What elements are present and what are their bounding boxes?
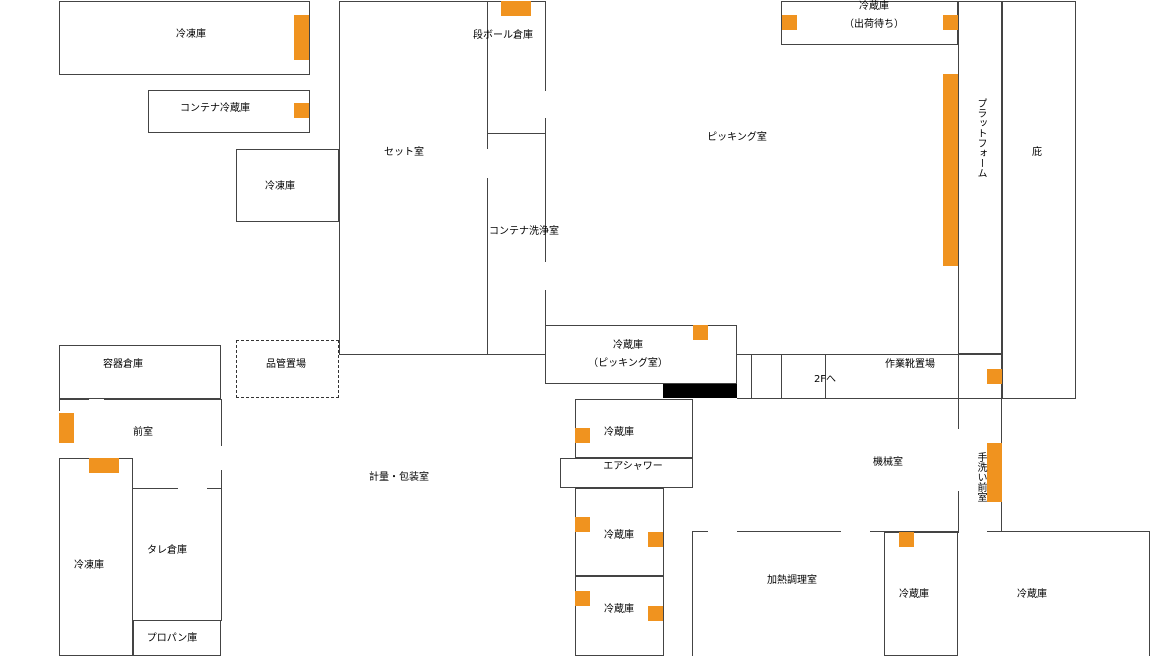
stair-line	[825, 354, 826, 399]
air-shower-room	[560, 458, 693, 488]
wall	[1149, 531, 1150, 656]
wall	[487, 133, 546, 134]
orange-marker	[501, 1, 531, 16]
freezer-top-label: 冷凍庫	[176, 29, 206, 40]
orange-marker	[648, 606, 663, 621]
wall	[692, 531, 693, 656]
container-washing-label: コンテナ洗浄室	[489, 226, 559, 237]
freezer-left-room	[59, 458, 133, 656]
corrugated-box-storage-label: 段ボール倉庫	[473, 30, 533, 41]
platform-label: プラットフォーム	[975, 98, 986, 178]
air-shower-label: エアシャワー	[603, 461, 663, 472]
set-room-label: セット室	[384, 147, 424, 158]
refrigerator-d-label: 冷蔵庫	[899, 589, 929, 600]
shipping-refrigerator-sublabel: （出荷待ち）	[844, 19, 904, 30]
container-storage-room	[59, 345, 221, 399]
qc-storage-label: 品管置場	[266, 359, 306, 370]
orange-marker	[943, 15, 958, 30]
orange-marker	[575, 517, 590, 532]
stair-line	[781, 354, 782, 399]
wall	[545, 1, 546, 91]
orange-marker	[59, 413, 74, 443]
refrigerator-a-room	[575, 399, 693, 458]
shipping-refrigerator-room	[781, 1, 958, 45]
handwash-anteroom-label: 手洗い前室	[975, 452, 986, 502]
refrigerator-c-label: 冷蔵庫	[604, 604, 634, 615]
freezer-top-room	[59, 1, 310, 75]
stair-line	[751, 354, 752, 399]
wall	[958, 354, 1002, 355]
wall	[693, 531, 708, 532]
orange-marker	[987, 443, 1002, 502]
freezer-mid-room	[236, 149, 339, 222]
propane-storage-label: プロパン庫	[146, 633, 198, 644]
wall	[339, 354, 546, 355]
wall	[339, 1, 546, 2]
wall	[870, 531, 959, 532]
orange-marker	[294, 103, 309, 118]
machine-room-label: 機械室	[873, 457, 903, 468]
wall	[339, 1, 340, 355]
orange-marker	[693, 325, 708, 340]
refrigerator-b-label: 冷蔵庫	[604, 530, 634, 541]
wall	[59, 399, 60, 411]
container-storage-label: 容器倉庫	[103, 359, 143, 370]
front-room-label: 前室	[133, 427, 153, 438]
orange-marker	[943, 74, 958, 266]
eaves-label: 庇	[1032, 147, 1042, 158]
wall	[737, 354, 958, 355]
orange-marker	[648, 532, 663, 547]
wall	[221, 470, 222, 490]
wall	[133, 488, 178, 489]
picking-refrigerator-sublabel: （ピッキング室）	[588, 358, 668, 369]
wall	[221, 488, 222, 621]
wall	[487, 1, 488, 149]
orange-marker	[782, 15, 797, 30]
orange-marker	[987, 369, 1002, 384]
orange-marker	[899, 532, 914, 547]
freezer-left-label: 冷凍庫	[74, 560, 104, 571]
orange-marker	[89, 458, 119, 473]
wall	[207, 488, 222, 489]
wall	[737, 531, 841, 532]
container-refrigerator-room	[148, 90, 310, 133]
wall	[487, 178, 488, 355]
wall	[958, 491, 959, 533]
picking-room-label: ピッキング室	[707, 132, 767, 143]
weighing-packing-label: 計量・包装室	[369, 472, 429, 483]
sauce-storage-label: タレ倉庫	[147, 545, 187, 556]
orange-marker	[575, 428, 590, 443]
work-shoes-storage-label: 作業靴置場	[885, 359, 935, 370]
wall	[59, 399, 89, 400]
heating-cooking-room-label: 加熱調理室	[767, 575, 817, 586]
refrigerator-e-label: 冷蔵庫	[1017, 589, 1047, 600]
wall	[221, 399, 222, 446]
wall	[104, 399, 222, 400]
picking-refrigerator-label: 冷蔵庫	[613, 340, 643, 351]
wall	[545, 290, 546, 326]
to-2f-label: 2Fへ	[813, 374, 837, 385]
wall	[958, 398, 1002, 399]
container-refrigerator-label: コンテナ冷蔵庫	[180, 103, 250, 114]
platform-room	[958, 1, 1002, 354]
wall	[987, 531, 1150, 532]
eaves-area	[1002, 1, 1076, 399]
refrigerator-a-label: 冷蔵庫	[604, 427, 634, 438]
qc-storage-area	[236, 340, 339, 398]
wall	[737, 398, 958, 399]
freezer-mid-label: 冷凍庫	[265, 181, 295, 192]
wall	[958, 354, 959, 429]
orange-marker	[575, 591, 590, 606]
black-block	[663, 384, 737, 398]
wall	[545, 118, 546, 262]
shipping-refrigerator-label: 冷蔵庫	[859, 1, 889, 12]
orange-marker	[294, 15, 309, 60]
